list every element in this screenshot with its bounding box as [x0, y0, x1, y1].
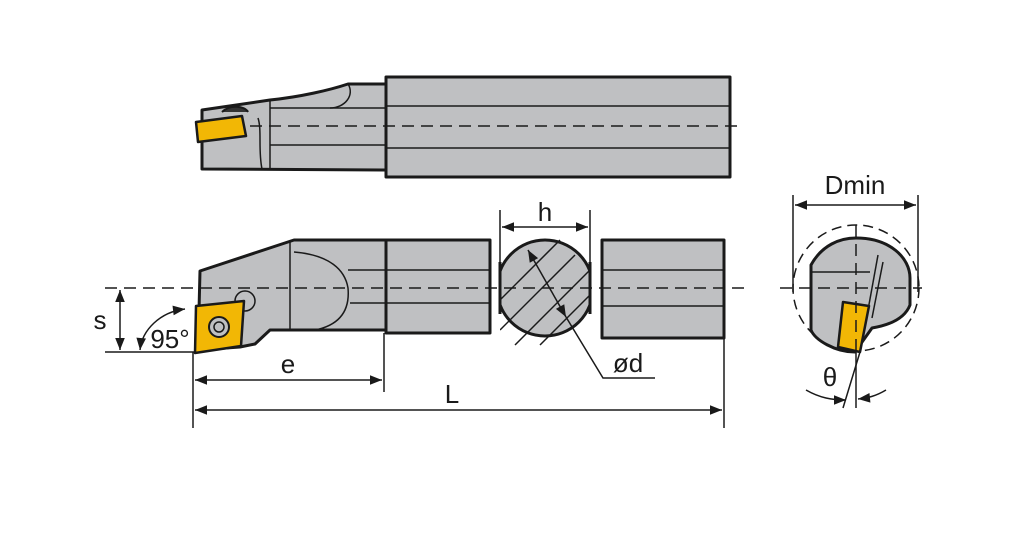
dim-e-label: e: [281, 349, 295, 379]
dim-h-label: h: [538, 197, 552, 227]
top-shank: [384, 75, 732, 179]
shank-left: [384, 238, 492, 335]
end-head: [809, 236, 912, 354]
dim-s-label: s: [94, 305, 107, 335]
top-view: [194, 75, 742, 179]
dim-L-label: L: [445, 379, 459, 409]
side-view: h ød s 95° e L: [94, 197, 745, 428]
dim-theta-label: θ: [823, 362, 837, 392]
dim-d-label: ød: [613, 348, 643, 378]
end-view: Dmin θ: [780, 170, 922, 409]
end-insert: [836, 300, 871, 354]
angle-label: 95°: [150, 324, 189, 354]
torx-screw-icon: [208, 316, 230, 338]
shank-right: [600, 238, 726, 340]
top-insert: [194, 114, 248, 144]
dim-dmin-label: Dmin: [825, 170, 886, 200]
